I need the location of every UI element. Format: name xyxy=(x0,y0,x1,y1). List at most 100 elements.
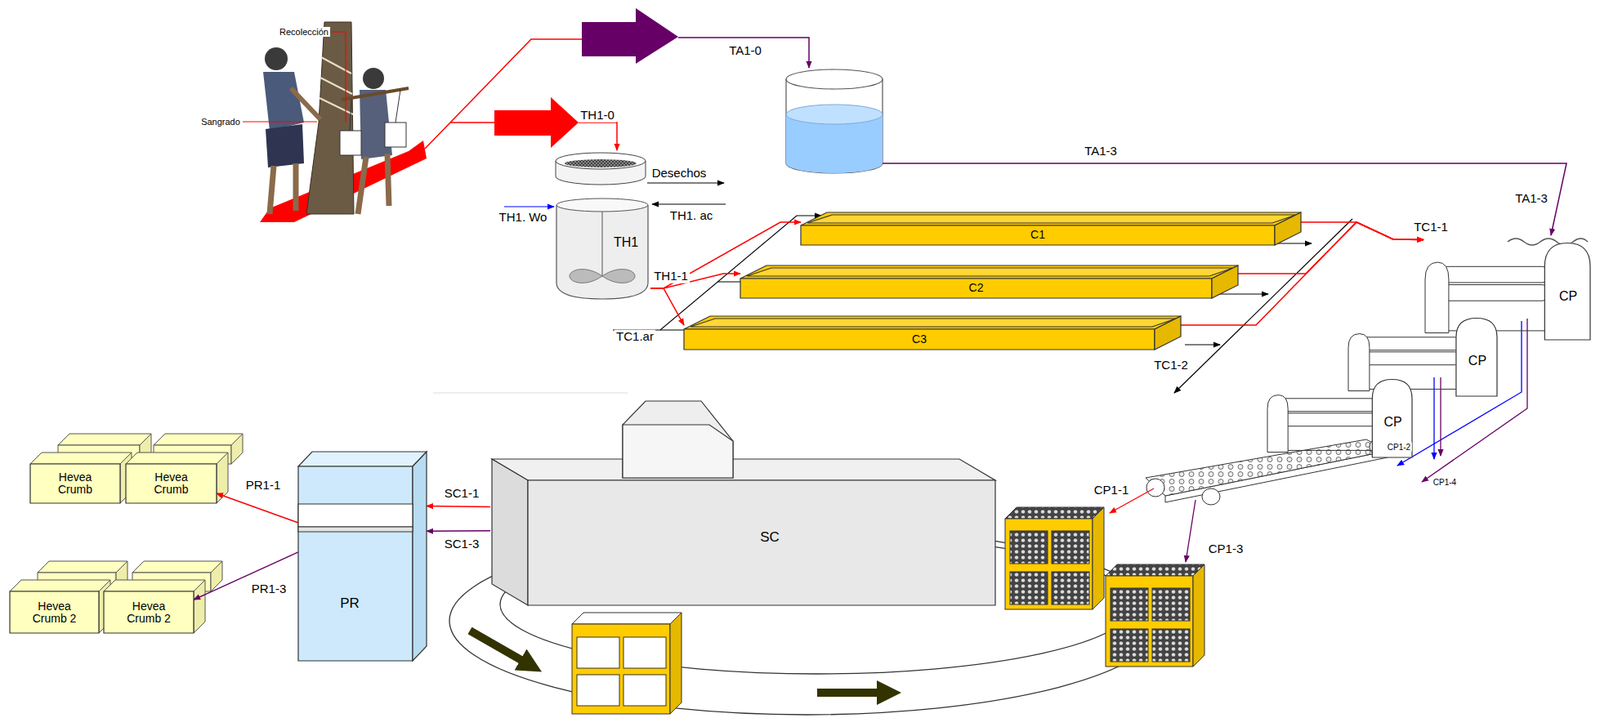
conveyor xyxy=(1146,478,1165,497)
dryer-box-outline xyxy=(490,457,997,608)
crumb-bin xyxy=(1051,572,1090,605)
tray-top xyxy=(740,265,1238,279)
feed-lines xyxy=(578,122,617,151)
water-tank xyxy=(786,104,883,125)
crumb-bin xyxy=(1010,531,1048,564)
tappers-illustration xyxy=(306,22,354,215)
tappers-illustration xyxy=(349,98,352,131)
latex-arrow xyxy=(494,97,579,148)
roller-plate xyxy=(1544,242,1591,340)
coagulation-tray-outline xyxy=(740,265,1238,299)
waste-arrow xyxy=(647,182,725,184)
bale-stack xyxy=(153,433,243,446)
press-opening xyxy=(298,504,413,528)
node-label: C1 xyxy=(1030,228,1046,242)
bale-box: Hevea Crumb 2 xyxy=(103,591,194,634)
crepe-roller: CP xyxy=(1423,234,1592,342)
roller-plate xyxy=(1348,334,1370,392)
node-label: CP xyxy=(1468,354,1487,370)
tappers-illustration xyxy=(339,130,362,156)
coagulation-tray-outline xyxy=(800,212,1301,246)
stream-label: CP1-4 xyxy=(1431,478,1458,488)
tray-well xyxy=(690,318,1176,327)
crumb-bin xyxy=(1110,588,1149,622)
tappers-illustration xyxy=(264,47,288,71)
stream-label: TH1-0 xyxy=(578,108,617,123)
flow-connector xyxy=(650,288,684,326)
bale-stack xyxy=(193,580,206,634)
tappers-illustration xyxy=(395,89,401,123)
water-arrow xyxy=(581,8,679,64)
roller-cylinder xyxy=(1433,266,1550,283)
tray-top xyxy=(683,316,1181,330)
empty-bin xyxy=(576,637,620,669)
water-tank xyxy=(786,79,883,174)
press-plate xyxy=(298,527,413,532)
node-label: Hevea Crumb 2 xyxy=(29,599,81,626)
roller-cylinder xyxy=(1433,285,1550,302)
agitator-shaft xyxy=(602,211,604,277)
stream-label: CP1-2 xyxy=(1385,442,1413,452)
tray-top xyxy=(800,212,1301,226)
roller-cylinder xyxy=(1355,352,1462,366)
node-label: PR xyxy=(339,596,360,613)
dryer-top xyxy=(491,459,996,481)
bale-stack xyxy=(231,433,243,465)
water-in-arrow xyxy=(504,205,555,207)
tray-front xyxy=(800,225,1275,246)
crumb-bin xyxy=(1005,507,1104,519)
node-label: CP xyxy=(1384,415,1403,431)
bale-stack xyxy=(37,561,128,573)
sieve xyxy=(555,152,646,170)
coagulation-tray: C1 xyxy=(800,212,1301,246)
stream-label: TH1. ac xyxy=(668,209,716,224)
crepe-roller-outline xyxy=(1423,234,1592,342)
water-tank xyxy=(786,69,883,174)
dryer-side xyxy=(491,459,528,606)
crumb-bin xyxy=(1152,588,1190,622)
dryer-hopper xyxy=(622,401,733,479)
loop-arrow xyxy=(817,688,890,698)
empty-bin xyxy=(576,674,620,707)
sieve xyxy=(555,152,646,185)
acid-lines xyxy=(1184,344,1221,345)
empty-bin xyxy=(670,612,682,715)
dryer-front xyxy=(527,480,996,606)
tappers-illustration xyxy=(384,122,407,148)
stream-label: TC1-2 xyxy=(1152,358,1190,373)
node-label: Hevea Crumb 2 xyxy=(123,599,175,626)
crumb-bin xyxy=(1193,564,1205,667)
conveyor xyxy=(1202,488,1221,506)
stream-label: CP1-3 xyxy=(1206,542,1246,557)
press-side xyxy=(412,451,427,662)
wash-lines xyxy=(1433,377,1435,460)
stream-label: Desechos xyxy=(650,166,709,181)
node-label: SC xyxy=(759,530,780,546)
roller-plate xyxy=(1425,262,1449,333)
dryer-hopper xyxy=(622,424,733,479)
stream-label: TC1.ar xyxy=(614,330,656,345)
stream-label: TA1-0 xyxy=(727,44,764,59)
empty-bin xyxy=(572,612,682,715)
feed-lines xyxy=(450,121,495,124)
coagulation-tray: C3 xyxy=(683,316,1181,350)
node-label: Hevea Crumb xyxy=(146,471,197,497)
roller-plate xyxy=(1267,395,1288,453)
crumb-bin xyxy=(1105,576,1194,667)
tray-well xyxy=(746,268,1234,277)
stream-label: PR1-1 xyxy=(244,478,283,493)
tray-front xyxy=(683,329,1155,350)
node-label: TH1 xyxy=(613,235,639,251)
acid-lines xyxy=(612,215,1353,394)
stream-label: SC1-3 xyxy=(442,537,482,552)
tray-well xyxy=(807,214,1297,224)
impeller-blade xyxy=(602,269,635,284)
press-top xyxy=(298,451,427,467)
bale-stack xyxy=(103,580,206,592)
roller-cylinder xyxy=(1274,413,1377,427)
conveyor xyxy=(1145,439,1388,497)
tray-front xyxy=(740,278,1212,299)
tank-rim xyxy=(556,198,649,212)
stream-label: TH1-1 xyxy=(652,269,690,284)
